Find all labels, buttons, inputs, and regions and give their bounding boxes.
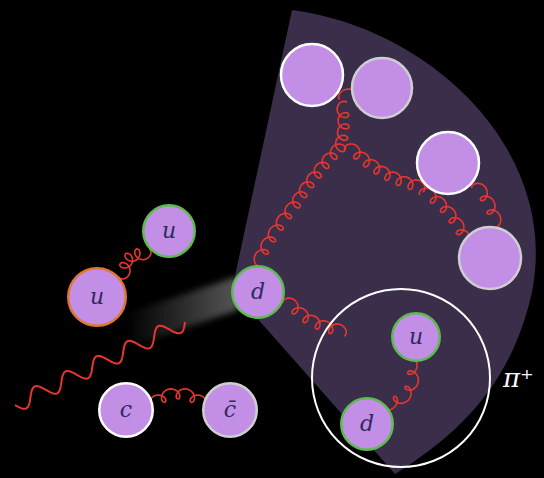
quark-circle: c [98, 382, 154, 438]
gluon-connector [119, 249, 151, 279]
gluon-line [345, 144, 425, 192]
quark-label: u [409, 325, 423, 349]
gluon-line [336, 101, 349, 151]
quark-label: c̄ [224, 398, 236, 422]
hadron-blob [281, 44, 343, 106]
circle-shape [341, 398, 393, 450]
quark-label: u [162, 219, 176, 243]
circle-shape [143, 205, 195, 257]
hadron-blob [459, 227, 521, 289]
gluon-connector [379, 356, 419, 410]
quark-circle: u [391, 312, 441, 362]
gluon-line [293, 144, 346, 208]
particle-label: π⁺ [503, 364, 534, 393]
circle-shape [392, 313, 440, 361]
circle-shape [312, 289, 490, 467]
circle-shape [99, 383, 153, 437]
quark-label: d [360, 412, 374, 436]
gluon-network [254, 89, 501, 336]
pion-circle: π⁺ud [311, 288, 491, 468]
quark-circle: d [340, 397, 394, 451]
circle-shape [203, 383, 257, 437]
circle-outline [311, 288, 491, 468]
gluon-connector [149, 389, 207, 410]
hadron-blob [352, 58, 412, 118]
gluon-line [419, 188, 470, 247]
quark-label: c [120, 398, 132, 422]
gluon-line [254, 202, 300, 267]
jet-cone [232, 10, 536, 474]
quark-circle: u [142, 204, 196, 258]
circle-shape [232, 266, 284, 318]
quark-label: d [251, 280, 265, 304]
quark-circle: d [231, 265, 285, 319]
quark-trail [126, 276, 238, 348]
hadron-blob [417, 132, 479, 194]
circle-shape [68, 268, 126, 326]
gluon-line [472, 183, 501, 228]
quark-label: u [90, 285, 104, 309]
quark-circle: c̄ [202, 382, 258, 438]
quark-circle: u [67, 267, 127, 327]
